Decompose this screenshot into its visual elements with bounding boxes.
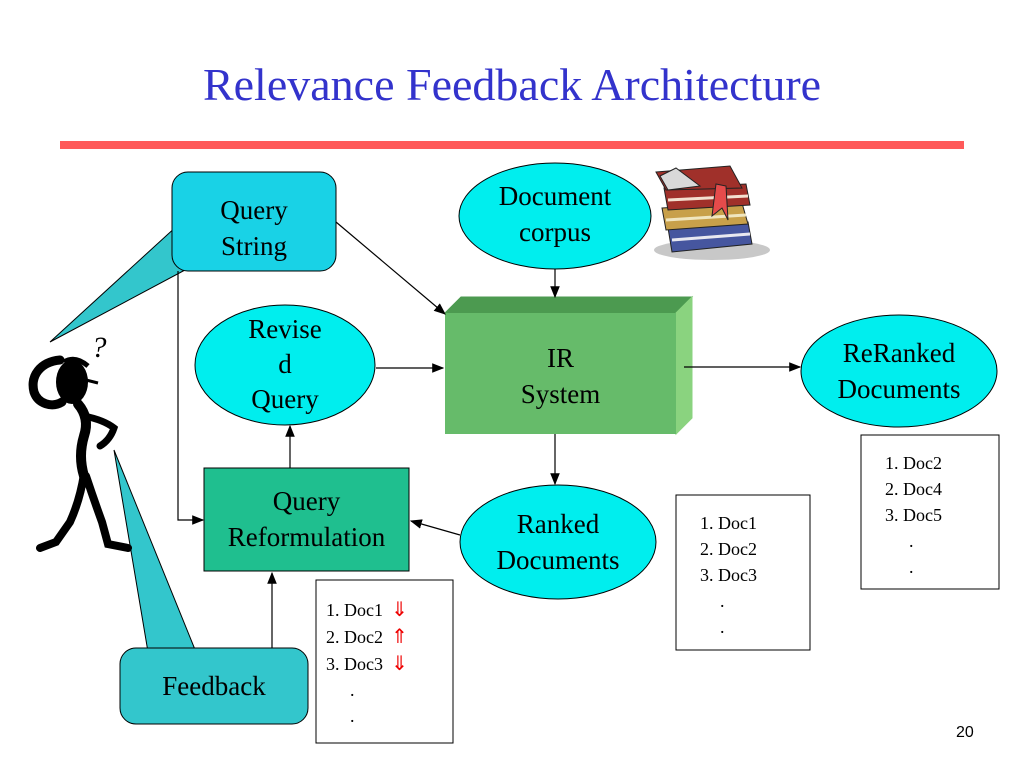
revised-query-line-1: Revise — [248, 314, 322, 344]
query-string-box — [171, 171, 337, 272]
list-item: . — [326, 703, 408, 729]
ir-system-label: IR System — [445, 340, 676, 412]
arrow-querystring-to-reform — [177, 271, 205, 525]
reranked-documents-line-2: Documents — [837, 374, 961, 404]
list-item-text: 2. Doc2 — [326, 627, 383, 647]
down-arrow-icon: ⇓ — [391, 651, 408, 675]
ir-system-node — [443, 295, 694, 436]
reranked-documents-line-1: ReRanked — [842, 338, 956, 368]
list-item: . — [909, 531, 914, 551]
list-item-text: 3. Doc3 — [326, 654, 383, 674]
list-item-text: . — [350, 706, 355, 726]
query-reformulation-box — [203, 467, 410, 572]
reranked-list: 1. Doc2 2. Doc4 3. Doc5 . . — [885, 450, 942, 580]
list-item: 3. Doc3 — [700, 565, 757, 585]
ranked-documents-line-2: Documents — [496, 545, 620, 575]
list-item: 1. Doc1 ⇓ — [326, 596, 408, 623]
list-item-text: . — [350, 680, 355, 700]
list-item: 3. Doc3 ⇓ — [326, 650, 408, 677]
list-item: 2. Doc2 ⇑ — [326, 623, 408, 650]
revised-query-line-2: d — [278, 349, 292, 379]
list-item: 2. Doc4 — [885, 479, 942, 499]
feedback-box — [119, 647, 309, 725]
question-mark: ? — [91, 331, 107, 364]
list-item: 1. Doc1 — [700, 513, 757, 533]
list-item: 2. Doc2 — [700, 539, 757, 559]
document-corpus-label: Document corpus — [459, 178, 651, 250]
reranked-documents-label: ReRanked Documents — [801, 335, 997, 407]
document-corpus-line-1: Document — [498, 181, 612, 211]
query-string-line-1: Query — [220, 195, 288, 225]
feedback-list-box — [315, 579, 454, 744]
page-number: 20 — [956, 724, 974, 741]
list-item: . — [720, 591, 725, 611]
slide-title: Relevance Feedback Architecture — [202, 59, 822, 110]
title-rule — [60, 141, 964, 149]
list-item: 1. Doc2 — [885, 453, 942, 473]
down-arrow-icon: ⇓ — [391, 597, 408, 621]
ranked-documents-label: Ranked Documents — [460, 506, 656, 578]
up-arrow-icon: ⇑ — [391, 624, 408, 648]
ranked-list: 1. Doc1 2. Doc2 3. Doc3 . . — [700, 510, 757, 640]
ranked-list-box — [675, 494, 811, 651]
ir-system-line-2: System — [520, 379, 601, 409]
arrow-querystring-to-ir — [335, 221, 446, 315]
query-string-line-2: String — [220, 231, 287, 261]
ranked-documents-line-1: Ranked — [516, 509, 600, 539]
revised-query-node — [194, 304, 376, 426]
query-reformulation-line-1: Query — [272, 486, 341, 516]
revised-query-label: Revise d Query — [195, 312, 375, 417]
books-stack-icon — [654, 165, 770, 260]
feedback-label: Feedback — [162, 671, 266, 701]
query-string-label: Query String — [172, 192, 336, 264]
feedback-list: 1. Doc1 ⇓ 2. Doc2 ⇑ 3. Doc3 ⇓ . . — [326, 596, 408, 729]
puzzled-person-figure — [28, 355, 132, 552]
list-item: . — [326, 677, 408, 703]
list-item-text: 1. Doc1 — [326, 600, 383, 620]
document-corpus-line-2: corpus — [519, 217, 591, 247]
list-item: 3. Doc5 — [885, 505, 942, 525]
query-reformulation-label: Query Reformulation — [204, 483, 409, 555]
query-reformulation-line-2: Reformulation — [227, 522, 386, 552]
revised-query-line-3: Query — [251, 384, 319, 414]
reranked-list-box — [860, 434, 1000, 590]
list-item: . — [720, 617, 725, 637]
ir-system-line-1: IR — [547, 343, 574, 373]
list-item: . — [909, 557, 914, 577]
arrow-ranked-to-reform — [409, 519, 461, 536]
